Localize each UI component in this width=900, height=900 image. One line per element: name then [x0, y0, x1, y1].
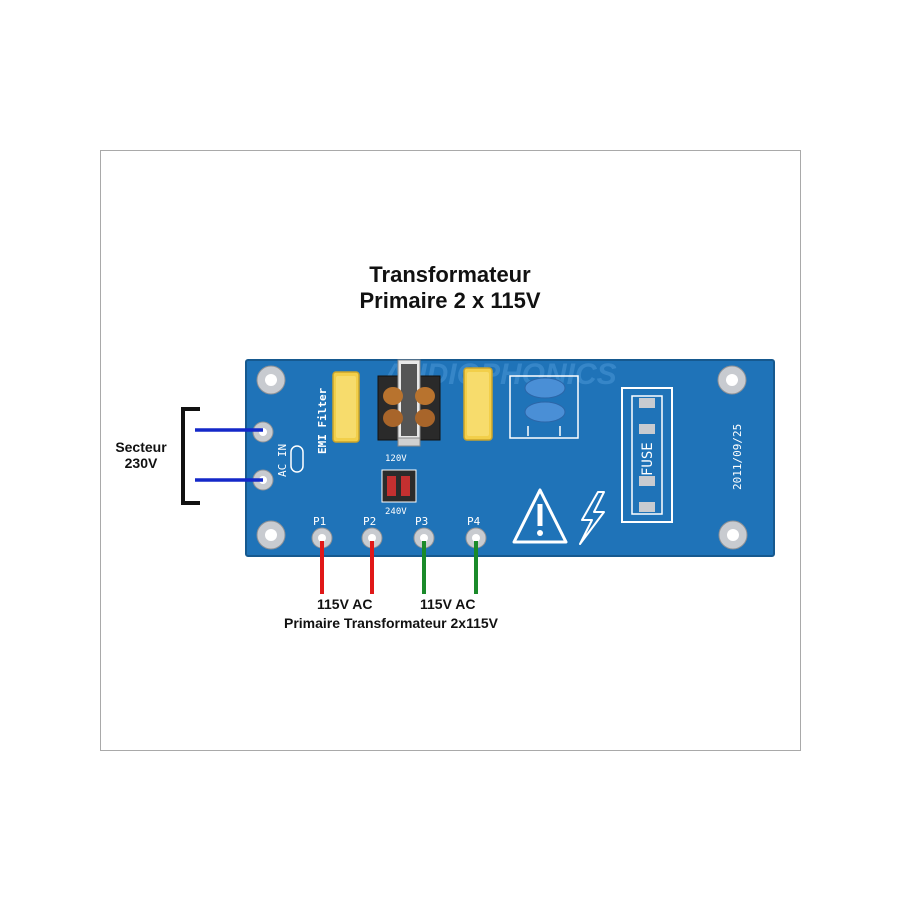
- diagram-title: Transformateur Primaire 2 x 115V: [250, 262, 650, 314]
- fuse-holder: FUSE: [621, 387, 673, 523]
- common-mode-choke: [377, 359, 441, 447]
- x-capacitor-right: [463, 367, 493, 441]
- voltage-240-label: 240V: [385, 507, 407, 517]
- lightning-bolt-icon: [579, 491, 605, 545]
- pin-p3-label: P3: [415, 515, 428, 528]
- ceramic-capacitors: [509, 375, 579, 439]
- pin-p1: P1: [311, 515, 333, 549]
- y-capacitor-2: [524, 401, 566, 423]
- mounting-hole-top-left: [256, 365, 286, 395]
- mains-label: Secteur 230V: [111, 439, 171, 471]
- pin-p4-label: P4: [467, 515, 481, 528]
- pin-p4: P4: [465, 515, 487, 549]
- mounting-hole-top-right: [717, 365, 747, 395]
- pin-p2-label: P2: [363, 515, 376, 528]
- ac-in-label: AC IN: [276, 444, 289, 477]
- voltage-120-label: 120V: [385, 454, 407, 464]
- primary-label-left: 115V AC: [317, 596, 373, 612]
- emi-filter-label: EMI Filter: [316, 387, 329, 454]
- mains-bracket: [181, 407, 200, 505]
- pin-p1-label: P1: [313, 515, 326, 528]
- varistor-outline: [290, 445, 304, 473]
- ac-in-pads: AC IN: [252, 421, 304, 491]
- title-line-2: Primaire 2 x 115V: [359, 288, 541, 313]
- pin-p2: P2: [361, 515, 383, 549]
- x-capacitor-left: [332, 371, 360, 443]
- mounting-hole-bottom-left: [256, 520, 286, 550]
- title-line-1: Transformateur: [369, 262, 531, 287]
- warning-triangle-icon: [512, 488, 568, 544]
- fuse-label: FUSE: [640, 442, 656, 476]
- mains-label-line-2: 230V: [124, 455, 158, 471]
- mounting-hole-bottom-right: [718, 520, 748, 550]
- voltage-selector: 120V 240V: [381, 454, 417, 517]
- y-capacitor-1: [524, 377, 566, 399]
- mounting-holes: [256, 365, 748, 550]
- primary-label-bottom: Primaire Transformateur 2x115V: [284, 615, 499, 631]
- primary-label-right: 115V AC: [420, 596, 476, 612]
- mains-label-line-1: Secteur: [115, 439, 167, 455]
- board-date: 2011/09/25: [731, 424, 744, 490]
- pcb-edge: [245, 359, 775, 557]
